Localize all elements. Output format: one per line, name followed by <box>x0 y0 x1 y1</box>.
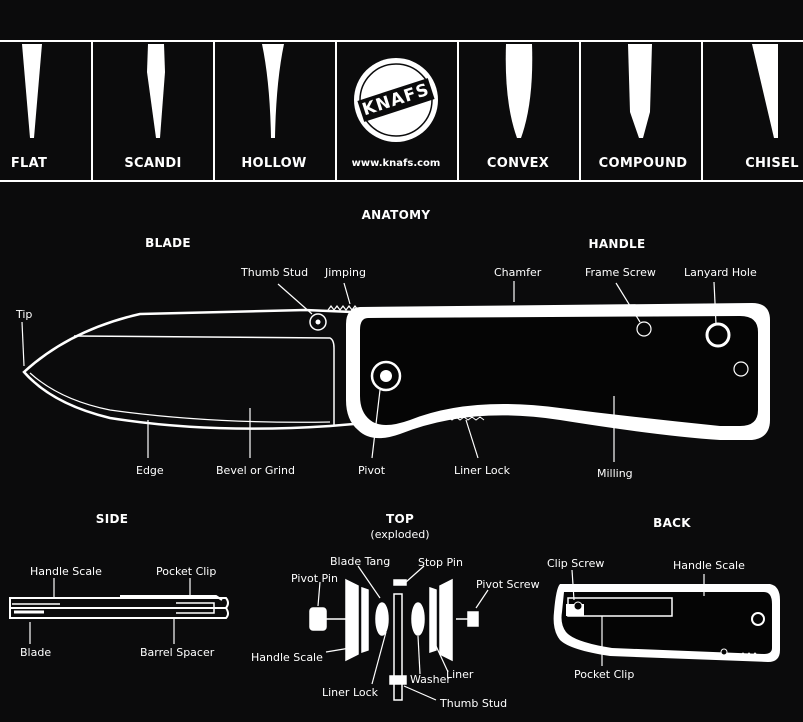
scandi-grind-profile <box>147 44 165 138</box>
side-label-blade: Blade <box>20 646 52 659</box>
side-label-pocket-clip: Pocket Clip <box>156 565 217 578</box>
liner-lock-serrations <box>419 416 485 421</box>
top-label-liner-lock: Liner Lock <box>322 686 379 699</box>
label-edge: Edge <box>136 464 164 477</box>
back-label-pocket-clip: Pocket Clip <box>574 668 635 681</box>
label-chamfer: Chamfer <box>494 266 542 279</box>
grind-divider <box>91 42 93 180</box>
grind-label-chisel: CHISEL <box>745 156 799 171</box>
top-label-handle-scale: Handle Scale <box>251 651 323 664</box>
anatomy-title: ANATOMY <box>361 208 431 222</box>
blade-heading: BLADE <box>145 236 191 250</box>
grind-label-hollow: HOLLOW <box>241 156 307 171</box>
flat-grind-profile <box>22 44 42 138</box>
side-view <box>9 578 229 644</box>
grind-label-flat: FLAT <box>10 156 48 171</box>
hollow-grind-profile <box>262 44 284 138</box>
grind-profiles <box>22 44 778 142</box>
grind-divider <box>335 42 337 180</box>
anatomy-leader-lines <box>21 281 717 462</box>
top-title: TOP <box>385 512 415 526</box>
grind-types-strip: KNAFS www.knafs.com FLAT SCANDI HOLLOW C… <box>0 40 803 182</box>
label-jimping: Jimping <box>325 266 367 279</box>
frame-screw <box>636 321 652 337</box>
label-frame-screw: Frame Screw <box>585 266 656 279</box>
label-milling: Milling <box>597 467 633 480</box>
grind-divider <box>579 42 581 180</box>
label-thumb-stud: Thumb Stud <box>241 266 309 279</box>
label-lanyard-hole: Lanyard Hole <box>684 266 757 279</box>
top-label-stop-pin: Stop Pin <box>418 556 463 569</box>
grind-divider <box>213 42 215 180</box>
back-label-clip-screw: Clip Screw <box>547 557 605 570</box>
back-label-handle-scale: Handle Scale <box>673 559 745 572</box>
top-subtitle: (exploded) <box>370 528 430 541</box>
top-label-washer: Washer <box>410 673 451 686</box>
grind-divider <box>701 42 703 180</box>
logo-url[interactable]: www.knafs.com <box>351 158 441 169</box>
side-label-barrel-spacer: Barrel Spacer <box>140 646 215 659</box>
label-pivot: Pivot <box>358 464 386 477</box>
top-label-liner: Liner <box>446 668 474 681</box>
label-bevel-or-grind: Bevel or Grind <box>216 464 295 477</box>
blade-outline <box>22 308 356 430</box>
frame-screw <box>733 361 749 377</box>
top-label-blade-tang: Blade Tang <box>330 555 391 568</box>
side-title: SIDE <box>95 512 129 526</box>
grind-divider <box>457 42 459 180</box>
handle-scale <box>360 316 758 426</box>
blade-bevel-line <box>73 335 335 426</box>
top-label-thumb-stud: Thumb Stud <box>440 697 508 710</box>
top-exploded-view <box>309 565 489 701</box>
side-label-handle-scale: Handle Scale <box>30 565 102 578</box>
label-liner-lock: Liner Lock <box>454 464 511 477</box>
chisel-grind-profile <box>752 44 778 138</box>
convex-grind-profile <box>505 44 533 138</box>
grind-label-compound: COMPOUND <box>598 156 688 171</box>
lanyard-hole <box>705 322 731 348</box>
top-label-pivot-pin: Pivot Pin <box>291 572 338 585</box>
grind-label-convex: CONVEX <box>486 156 550 171</box>
jimping-teeth <box>327 305 359 311</box>
label-tip: Tip <box>16 308 33 321</box>
back-title: BACK <box>653 516 691 530</box>
back-view <box>553 569 780 666</box>
handle-heading: HANDLE <box>588 237 646 251</box>
top-label-pivot-screw: Pivot Screw <box>476 578 540 591</box>
blade-edge-line <box>29 372 331 423</box>
compound-grind-profile <box>628 44 652 138</box>
grind-label-scandi: SCANDI <box>124 156 182 171</box>
